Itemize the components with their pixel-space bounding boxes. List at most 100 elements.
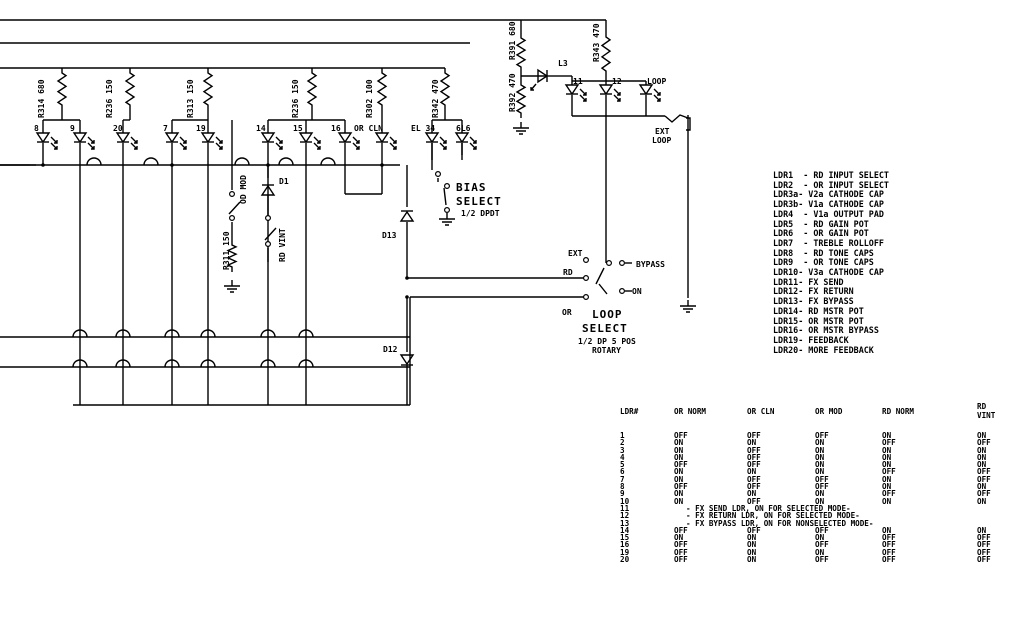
table-cell: 10: [620, 496, 630, 506]
table-cell: ON: [882, 452, 892, 462]
components: [35, 32, 696, 368]
table-cell: 1: [620, 431, 625, 440]
wire-hop: [298, 359, 314, 368]
resistor-r236: [124, 68, 136, 110]
table-cell: OFF: [747, 445, 761, 455]
led-arrow: [469, 142, 477, 150]
led-body: [564, 84, 580, 96]
led-arrow: [389, 136, 397, 144]
wire-hop: [115, 329, 131, 338]
led-arrow: [313, 136, 321, 144]
legend-item: LDR15- OR MSTR POT: [773, 315, 864, 326]
wire-hop: [164, 329, 180, 338]
table-cell: ON: [882, 431, 892, 440]
table-cell: ON: [815, 460, 825, 470]
switch-label-od-cln: OR CLN: [354, 124, 383, 133]
led-7: [164, 132, 187, 150]
resistor-r342: [439, 68, 451, 110]
switch-contact: [265, 241, 272, 248]
table-cell: OFF: [674, 460, 688, 470]
legend-item: LDR19- FEEDBACK: [773, 334, 849, 345]
ext-loop-label-2: LOOP: [652, 136, 671, 145]
led-body: [72, 132, 88, 144]
wire-hop: [115, 359, 131, 368]
led-loop: [638, 84, 661, 102]
wires: [0, 19, 689, 406]
table-cell: ON: [747, 467, 757, 477]
led-body: [374, 132, 390, 144]
ground-symbol: [439, 213, 455, 226]
table-cell: ON: [674, 467, 684, 477]
legend-item: LDR8 - RD TONE CAPS: [773, 247, 874, 258]
led-arrow: [215, 142, 223, 150]
switch-contact: [618, 260, 625, 267]
table-cell: ON: [674, 438, 684, 448]
table-cell: 6: [620, 467, 625, 477]
led-label-14: 14: [256, 124, 266, 133]
table-cell: ON: [674, 474, 684, 484]
legend-item: LDR6 - OR GAIN POT: [773, 228, 869, 239]
table-cell: OFF: [882, 533, 896, 543]
table-cell: OFF: [815, 525, 829, 535]
table-cell: 8: [620, 482, 625, 492]
table-cell: OFF: [747, 431, 761, 440]
junction-dot: [380, 163, 384, 167]
legend-item: LDR4 - V1a OUTPUT PAD: [773, 208, 884, 219]
led-body: [537, 68, 549, 84]
led-label-8: 8: [34, 124, 39, 133]
led-arrow: [439, 136, 447, 144]
jack: [686, 117, 691, 131]
table-cell: OFF: [674, 547, 688, 557]
switch-arm: [228, 201, 241, 215]
diode-body: [399, 210, 415, 222]
led-label-l3: L3: [558, 59, 568, 68]
legend-item: LDR1 - RD INPUT SELECT: [773, 170, 889, 180]
table-cell: ON: [977, 460, 987, 470]
switch-contact: [444, 183, 451, 190]
diode-d13: [399, 210, 415, 222]
table-header-row: LDR# OR NORM OR CLN OR MOD RD NORM RD VI…: [620, 402, 1007, 432]
switch-contact: [229, 215, 236, 222]
bias-select-title: BIAS: [456, 181, 487, 194]
led-arrow: [275, 142, 283, 150]
table-note-row: 13- FX BYPASS LDR, ON FOR NONSELECTED MO…: [620, 519, 1007, 527]
table-cell: OFF: [674, 525, 688, 535]
led-body: [424, 132, 440, 144]
resistor-label-r342: R342 470: [431, 79, 440, 118]
table-note: - FX RETURN LDR, ON FOR SELECTED MODE-: [686, 511, 860, 521]
resistor-label-r313: R313 150: [186, 79, 195, 118]
table-cell: 20: [620, 555, 630, 565]
led-body: [638, 84, 654, 96]
table-note: - FX SEND LDR, ON FOR SELECTED MODE-: [686, 503, 851, 513]
legend-item: LDR9 - OR TONE CAPS: [773, 257, 874, 268]
wire-hop: [86, 157, 102, 166]
wire-hop: [320, 157, 336, 166]
legend-item: LDR7 - TREBLE ROLLOFF: [773, 237, 884, 248]
diode-label-d13: D13: [382, 231, 397, 240]
led-11: [564, 84, 587, 102]
resistor-label-r343: R343 470: [592, 23, 601, 62]
led-arrow: [389, 142, 397, 150]
table-cell: ON: [977, 525, 987, 535]
junction-dot: [266, 163, 270, 167]
switch-contact: [582, 294, 589, 301]
led-arrow: [579, 94, 587, 102]
switch-arm: [595, 267, 605, 285]
legend-item: LDR14- RD MSTR POT: [773, 305, 864, 316]
led-label-19: 19: [196, 124, 206, 133]
led-label-7: 7: [163, 124, 168, 133]
table-cell: OFF: [674, 482, 688, 492]
resistor-label-r314: R314 680: [37, 79, 46, 118]
switch-contact: [582, 275, 589, 282]
legend-item: LDR3a- V2a CATHODE CAP: [773, 189, 884, 200]
table-cell: OFF: [882, 555, 896, 565]
resistor-r236b: [306, 68, 318, 110]
table-cell: ON: [674, 533, 684, 543]
table-cell: ON: [882, 460, 892, 470]
led-12: [598, 84, 621, 102]
wire-hop: [298, 329, 314, 338]
